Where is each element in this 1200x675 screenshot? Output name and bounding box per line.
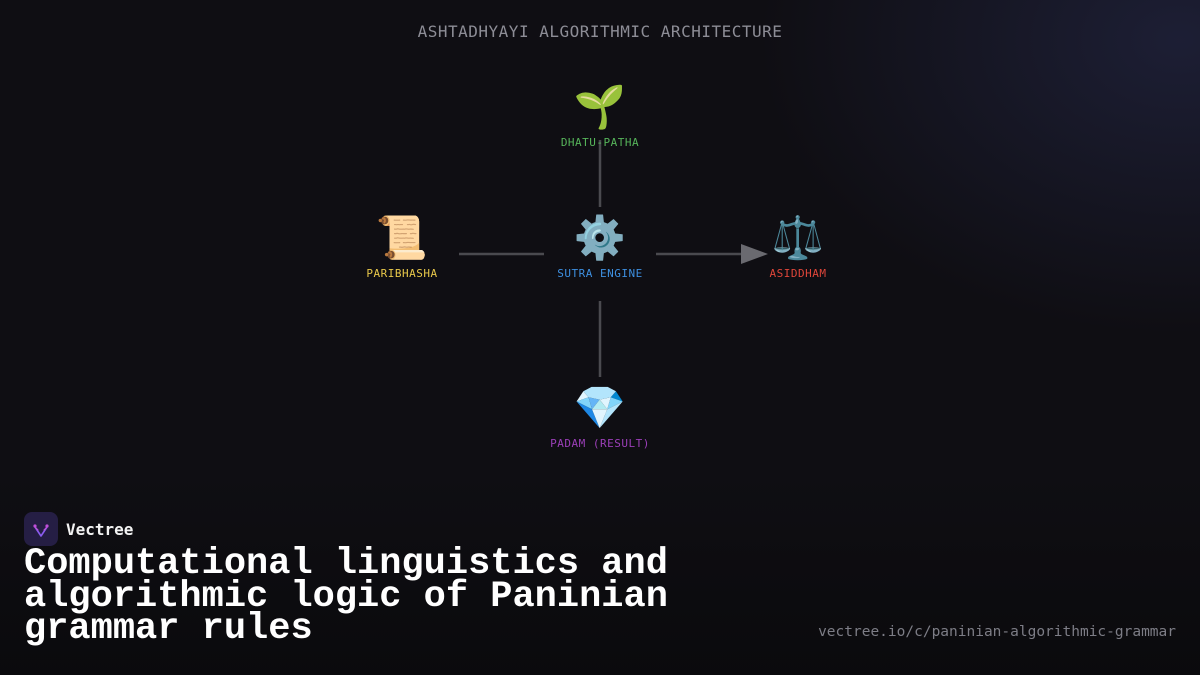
arrowhead-asid: [741, 244, 768, 264]
page-url[interactable]: vectree.io/c/paninian-algorithmic-gramma…: [818, 624, 1176, 640]
node-label: PADAM (RESULT): [550, 437, 650, 450]
brand-name: Vectree: [66, 519, 134, 539]
node-label: DHATU-PATHA: [560, 136, 640, 149]
gear-icon: ⚙️: [573, 213, 627, 262]
node-sutra-engine: ⚙️ SUTRA ENGINE: [520, 211, 680, 280]
sprout-icon: 🌱: [573, 82, 627, 131]
brand[interactable]: Vectree: [24, 512, 133, 546]
node-padam-result: 💎 PADAM (RESULT): [520, 381, 680, 450]
vectree-logo-icon: [24, 512, 58, 546]
scroll-icon: 📜: [375, 213, 429, 262]
node-label: ASIDDHAM: [769, 267, 827, 280]
gem-icon: 💎: [573, 383, 627, 432]
node-label: PARIBHASHA: [366, 267, 438, 280]
scales-icon: ⚖️: [771, 213, 825, 262]
node-asiddham: ⚖️ ASIDDHAM: [718, 211, 878, 280]
node-dhatu-patha: 🌱 DHATU-PATHA: [520, 80, 680, 149]
node-label: SUTRA ENGINE: [557, 267, 643, 280]
node-paribhasha: 📜 PARIBHASHA: [322, 211, 482, 280]
diagram-title: ASHTADHYAYI ALGORITHMIC ARCHITECTURE: [417, 22, 783, 41]
page-headline: Computational linguistics and algorithmi…: [24, 543, 668, 650]
